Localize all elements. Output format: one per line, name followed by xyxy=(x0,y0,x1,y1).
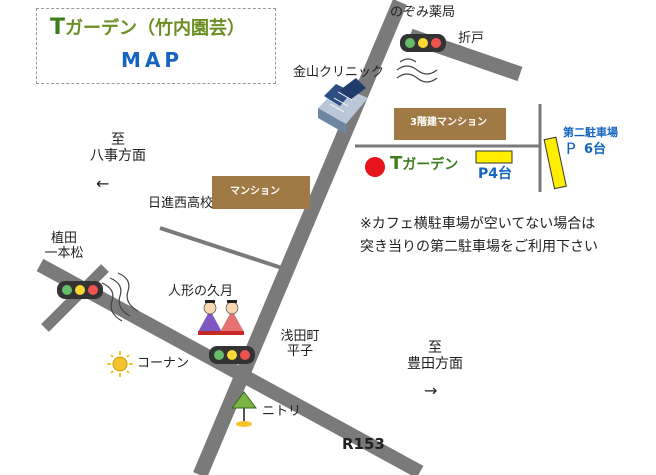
traffic-light-icon xyxy=(400,34,446,52)
map-title: Tガーデン（竹内園芸） xyxy=(50,14,245,40)
label-to-hachigoto: 至 八事方面 xyxy=(90,132,146,165)
label-mansion: マンション xyxy=(230,186,280,197)
wind-lines-icon xyxy=(396,58,438,83)
shop-logo-mark: T xyxy=(50,15,66,40)
title-frame xyxy=(36,8,276,84)
building-mansion xyxy=(212,176,310,209)
label-ueda-ipponmatsu: 植田 一本松 xyxy=(44,231,84,261)
shop-name: ガーデン xyxy=(402,157,459,173)
doll-icon xyxy=(198,300,244,335)
label-nisshin-nishi-hs: 日進西高校 xyxy=(148,196,214,211)
wind-lines-icon xyxy=(101,272,139,322)
arrow-left-icon: ← xyxy=(96,174,110,193)
clinic-building-icon xyxy=(318,78,368,134)
label-orito: 折戸 xyxy=(458,31,485,46)
traffic-light-icon xyxy=(209,346,255,364)
label-asadacho-hirako: 浅田町 平子 xyxy=(280,329,320,359)
label-to-toyota: 至 豊田方面 xyxy=(407,340,463,373)
shop-parking-marker xyxy=(475,150,513,164)
label-nozomi-pharmacy: のぞみ薬局 xyxy=(390,5,456,20)
traffic-light-icon xyxy=(57,281,103,299)
shop-title-name: ガーデン（竹内園芸） xyxy=(65,18,246,39)
label-shop-parking: P4台 xyxy=(478,166,513,182)
label-3f-mansion: 3階建マンション xyxy=(410,117,487,128)
main-road-r153 xyxy=(193,0,407,475)
lamp-icon xyxy=(231,391,257,427)
shop-mark: T xyxy=(390,153,403,174)
building-3f-mansion xyxy=(394,108,506,140)
label-konan: コーナン xyxy=(137,356,190,371)
arrow-right-icon: → xyxy=(424,381,438,400)
road-left-ueda xyxy=(36,258,424,475)
parking-note-line2: 突き当りの第二駐車場をご利用下さい xyxy=(360,239,598,255)
label-route-r153: R153 xyxy=(342,435,385,453)
label-ningyo-no-kyugetsu: 人形の久月 xyxy=(168,284,234,299)
map-subtitle: MAP xyxy=(121,48,184,72)
label-second-parking-p: P xyxy=(566,139,576,158)
label-nitori: ニトリ xyxy=(262,404,302,419)
label-second-parking-count: 6台 xyxy=(584,142,607,157)
second-parking-marker xyxy=(543,136,567,190)
label-kanayama-clinic: 金山クリニック xyxy=(293,65,385,80)
shop-location-dot xyxy=(365,157,385,177)
label-second-parking: 第二駐車場 xyxy=(563,126,618,139)
parking-note-line1: ※カフェ横駐車場が空いてない場合は xyxy=(360,216,596,232)
label-shop: Tガーデン xyxy=(390,153,459,175)
sun-icon xyxy=(107,351,133,377)
road-nisshin xyxy=(159,226,283,270)
